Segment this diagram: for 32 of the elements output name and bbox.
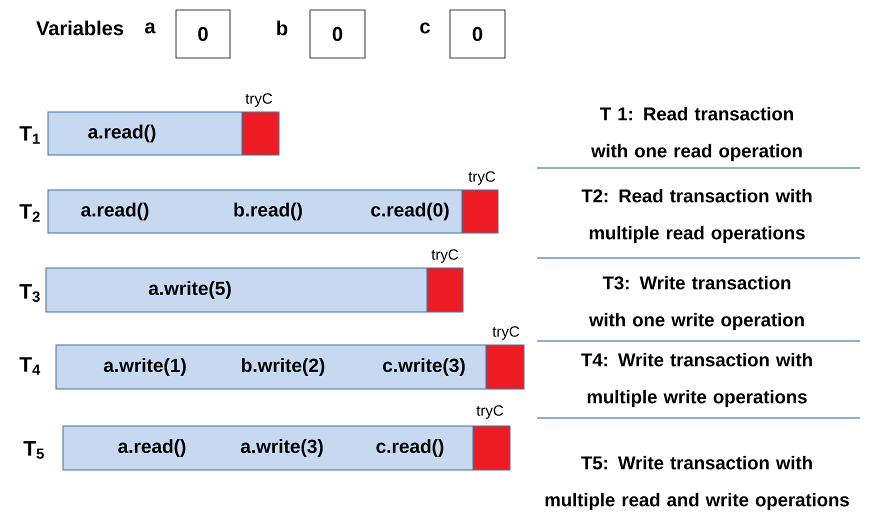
transaction-name: T$_{2}$	[20, 204, 40, 222]
transaction-bar: a.read() a.write(3) c.read()	[62, 425, 474, 470]
commit-label: tryC	[245, 93, 272, 107]
description: T2: Read transaction with multiple read operations	[582, 188, 812, 244]
description: T5: Write transaction with multiple read and write operations	[546, 456, 849, 510]
variable-name: c	[420, 22, 430, 34]
variable-name: a	[145, 22, 156, 34]
value-box: 0	[310, 10, 366, 58]
commit-box	[426, 268, 464, 312]
variable-name: b	[277, 20, 288, 36]
commit-label: tryC	[431, 249, 458, 263]
transaction-name: T$_{3}$	[20, 284, 40, 302]
transaction-bar: a.read() b.read() c.read(0)	[48, 190, 462, 234]
value-box: 0	[176, 10, 230, 58]
transaction-name: T$_{4}$	[20, 357, 40, 375]
commit-box	[472, 425, 510, 470]
transaction-name: T$_{1}$	[20, 126, 40, 144]
transaction-name: T$_{5}$	[24, 441, 44, 459]
commit-box	[486, 344, 524, 390]
commit-box	[242, 112, 280, 156]
transaction-bar: a.read()	[48, 112, 242, 156]
transaction-bar: a.write(5)	[46, 268, 428, 312]
description: T4: Write transaction with multiple write operations	[581, 352, 812, 408]
commit-box	[462, 190, 498, 234]
commit-label: tryC	[492, 326, 520, 340]
commit-label: tryC	[476, 405, 504, 419]
commit-label: tryC	[468, 171, 496, 185]
description: T3: Write transaction with one write operation	[589, 276, 804, 330]
transaction-bar: a.write(1) b.write(2) c.write(3)	[56, 344, 486, 390]
value-box: 0	[450, 10, 506, 58]
heading: Variables	[36, 20, 124, 36]
description: T 1: Read transaction with one read operation	[591, 106, 802, 162]
